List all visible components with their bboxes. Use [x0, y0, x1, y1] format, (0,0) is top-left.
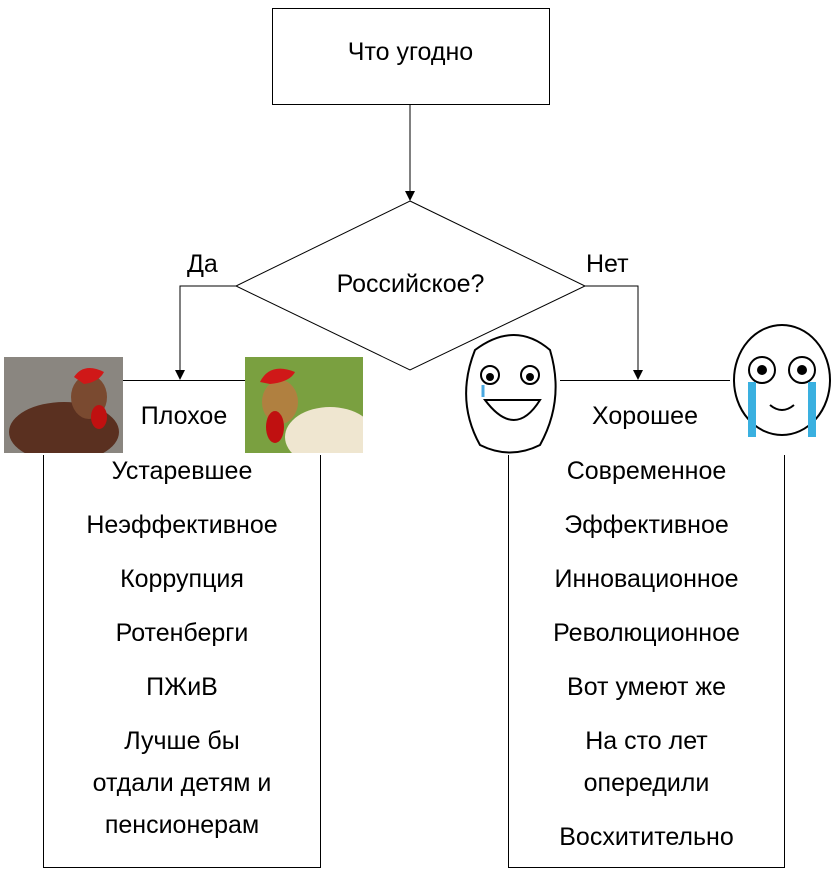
bad-list: Устаревшее Неэффективное Коррупция Ротен…: [44, 450, 320, 858]
good-list: Современное Эффективное Инновационное Ре…: [509, 450, 784, 870]
arrow-no: [585, 285, 643, 380]
list-item: Вот умеют же: [567, 673, 726, 701]
rooster-image-left: [4, 357, 123, 453]
list-item: ПЖиВ: [146, 673, 218, 701]
list-item: Современное: [566, 457, 727, 485]
list-item: На сто лет опередили: [583, 727, 710, 797]
rooster-image-right: [245, 357, 363, 453]
crying-meme-face: [733, 324, 831, 437]
yes-label: Да: [187, 250, 218, 278]
decision-diamond: [234, 200, 587, 371]
list-item: Эффективное: [564, 511, 729, 539]
list-item: Революционное: [553, 619, 740, 647]
list-item: Лучше бы отдали детям и пенсионерам: [92, 727, 272, 839]
list-item: Неэффективное: [86, 511, 278, 539]
list-item: Устаревшее: [111, 457, 253, 485]
left-box: [43, 455, 321, 868]
good-title: Хорошее: [592, 402, 698, 430]
start-label: Что угодно: [347, 38, 474, 66]
list-item: Коррупция: [120, 565, 244, 593]
arrow-yes: [175, 285, 236, 380]
list-item: Инновационное: [554, 565, 739, 593]
start-box: [272, 8, 550, 105]
bad-title: Плохое: [140, 402, 228, 430]
happy-tears-meme-face: [465, 334, 557, 454]
right-box: [508, 455, 785, 868]
list-item: Восхитительно: [559, 823, 734, 851]
decision-label: Российское?: [336, 270, 485, 298]
no-label: Нет: [586, 250, 629, 278]
list-item: Ротенберги: [115, 619, 249, 647]
